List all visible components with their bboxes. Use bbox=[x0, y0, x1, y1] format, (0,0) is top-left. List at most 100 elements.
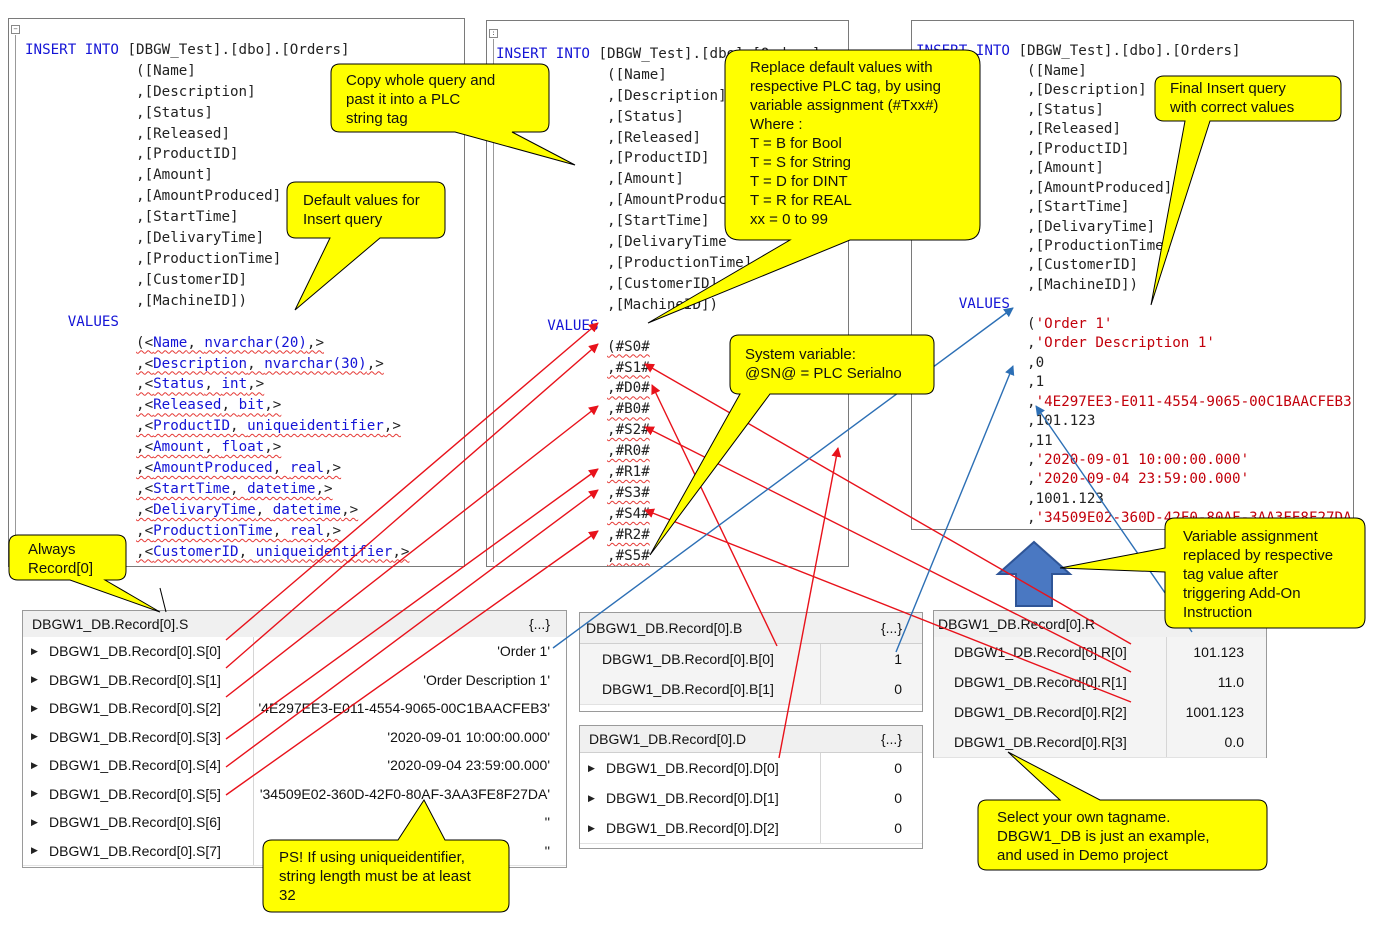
tag-value[interactable]: 0 bbox=[894, 760, 902, 776]
tag-value[interactable]: 1001.123 bbox=[1185, 704, 1244, 720]
placeholder-sep: , bbox=[230, 565, 247, 566]
table-row[interactable]: ▶ DBGW1_DB.Record[0].D[2] 0 bbox=[580, 813, 922, 844]
callout-line: PS! If using uniqueidentifier, bbox=[279, 849, 465, 866]
tag-name: DBGW1_DB.Record[0].S[0] bbox=[49, 643, 221, 660]
collapse-icon[interactable]: : bbox=[489, 29, 498, 38]
column-divider bbox=[253, 808, 254, 837]
expand-icon[interactable]: ▶ bbox=[31, 788, 38, 799]
callout-line: Where : bbox=[750, 116, 803, 133]
tag-name: DBGW1_DB.Record[0].D[1] bbox=[606, 790, 779, 806]
arrow-b0 bbox=[651, 384, 778, 647]
expand-icon[interactable]: ▶ bbox=[588, 792, 595, 803]
expand-icon[interactable]: ▶ bbox=[31, 702, 38, 713]
column-divider bbox=[253, 665, 254, 694]
table-row[interactable]: DBGW1_DB.Record[0].R[2]1001.123 bbox=[934, 697, 1266, 728]
table-header-value[interactable]: {...} bbox=[528, 616, 550, 632]
placeholder-close: ,> bbox=[247, 376, 265, 393]
callout-line: Instruction bbox=[1183, 604, 1253, 621]
tag-value[interactable]: 'Order 1' bbox=[497, 643, 550, 660]
placeholder-sep: , bbox=[247, 355, 265, 372]
expand-icon[interactable]: ▶ bbox=[31, 645, 38, 656]
tag-name: DBGW1_DB.Record[0].S[4] bbox=[49, 757, 221, 774]
callout-line: 32 bbox=[279, 887, 296, 904]
expand-icon[interactable]: ▶ bbox=[31, 731, 38, 742]
callout-line: Default values for bbox=[303, 192, 420, 209]
tag-name: DBGW1_DB.Record[0].D[2] bbox=[606, 820, 779, 836]
tag-value[interactable]: '4E297EE3-E011-4554-9065-00C1BAACFEB3' bbox=[258, 700, 551, 717]
table-row[interactable]: DBGW1_DB.Record[0].R[1] 11.0 bbox=[934, 667, 1266, 698]
tag-value[interactable]: '' bbox=[544, 814, 550, 831]
placeholder-line: ,<DelivaryTime, datetime,> bbox=[25, 502, 358, 518]
callout-line: Always bbox=[28, 541, 76, 558]
expand-icon[interactable]: ▶ bbox=[588, 762, 595, 773]
callout-line: Replace default values with bbox=[750, 59, 933, 76]
tag-name: DBGW1_DB.Record[0].S[3] bbox=[49, 728, 221, 745]
tag-value[interactable]: 'Order Description 1' bbox=[423, 671, 550, 688]
tag-value[interactable]: '2020-09-04 23:59:00.000' bbox=[387, 757, 550, 774]
callout-line: variable assignment (#Txx#) bbox=[750, 97, 939, 114]
tag-placeholder: ,#S3# bbox=[607, 484, 650, 501]
column-divider bbox=[820, 753, 821, 783]
placeholder-line: ,<StartTime, datetime,> bbox=[25, 481, 333, 497]
column-line: ,[AmountProduced] bbox=[1027, 179, 1173, 196]
arrow-s1 bbox=[225, 343, 599, 669]
placeholder-open: ,< bbox=[136, 376, 154, 393]
final-value: 101.123 bbox=[1035, 413, 1096, 430]
column-line: ,[CustomerID] bbox=[1027, 257, 1139, 274]
column-line: ,[Released] bbox=[1027, 121, 1122, 138]
callout-line: System variable: bbox=[745, 346, 856, 363]
expand-icon[interactable]: ▶ bbox=[31, 674, 38, 685]
callout-line: Insert query bbox=[303, 211, 383, 228]
placeholder-sep: , bbox=[221, 397, 239, 414]
tag-value[interactable]: 0 bbox=[894, 790, 902, 806]
arrow-s2 bbox=[225, 405, 599, 698]
table-header-value[interactable]: {...} bbox=[880, 620, 902, 636]
expand-icon[interactable]: ▶ bbox=[31, 759, 38, 770]
expand-icon[interactable]: ▶ bbox=[31, 845, 38, 856]
column-line: ,[Status] bbox=[1027, 101, 1104, 118]
column-line: ,[MachineID]) bbox=[1027, 276, 1139, 293]
tag-value[interactable]: '' bbox=[544, 842, 550, 859]
column-line: ,[Released] bbox=[136, 125, 231, 142]
tag-value[interactable]: 101.123 bbox=[1193, 644, 1244, 660]
table-row[interactable]: ▶DBGW1_DB.Record[0].S[1]'Order Descripti… bbox=[23, 665, 566, 695]
table-row[interactable]: ▶ DBGW1_DB.Record[0].S[0] 'Order 1' bbox=[23, 637, 566, 667]
column-line: ,[StartTime] bbox=[1027, 199, 1130, 216]
callout-line: Variable assignment bbox=[1183, 528, 1318, 545]
arrow-s5 bbox=[225, 530, 599, 796]
tag-value[interactable]: '34509E02-360D-42F0-80AF-3AA3FE8F27DA' bbox=[259, 785, 550, 802]
table-row[interactable]: DBGW1_DB.Record[0].B[1]0 bbox=[580, 674, 922, 705]
column-line: ,[ProductID] bbox=[1027, 140, 1130, 157]
tag-value[interactable]: '2020-09-01 10:00:00.000' bbox=[387, 728, 550, 745]
table-header-value[interactable]: {...} bbox=[880, 731, 902, 747]
tag-name: DBGW1_DB.Record[0].R[1] bbox=[954, 674, 1127, 690]
tag-value[interactable]: 0 bbox=[894, 820, 902, 836]
tag-value[interactable]: 1 bbox=[894, 651, 902, 667]
collapse-icon[interactable]: − bbox=[11, 25, 20, 34]
column-divider bbox=[820, 644, 821, 674]
value-prefix: , bbox=[1027, 510, 1036, 527]
tag-placeholder: ,#S1# bbox=[607, 359, 650, 376]
column-line: ,[MachineID]) bbox=[136, 292, 248, 309]
expand-icon[interactable]: ▶ bbox=[588, 822, 595, 833]
placeholder-sep: , bbox=[272, 522, 290, 539]
arrow-r0 bbox=[644, 363, 1132, 645]
tag-value[interactable]: 0.0 bbox=[1224, 734, 1244, 750]
callout-leader bbox=[159, 587, 167, 613]
expand-icon[interactable]: ▶ bbox=[31, 816, 38, 827]
column-line: ,[DelivaryTime] bbox=[136, 230, 265, 247]
placeholder-type: datetime bbox=[272, 501, 342, 518]
table-row[interactable]: DBGW1_DB.Record[0].B[0]1 bbox=[580, 644, 922, 675]
column-line: ,[StartTime] bbox=[136, 209, 239, 226]
placeholder-type: uniqueidentifier bbox=[247, 418, 384, 435]
tag-value[interactable]: 0 bbox=[894, 681, 902, 697]
placeholder-sep: , bbox=[187, 334, 205, 351]
value-prefix: , bbox=[1027, 393, 1036, 410]
placeholder-name: Released bbox=[153, 397, 222, 414]
tag-value[interactable]: 11.0 bbox=[1217, 674, 1244, 690]
into-keyword: INTO bbox=[975, 43, 1010, 60]
tag-name: DBGW1_DB.Record[0].S[2] bbox=[49, 700, 221, 717]
